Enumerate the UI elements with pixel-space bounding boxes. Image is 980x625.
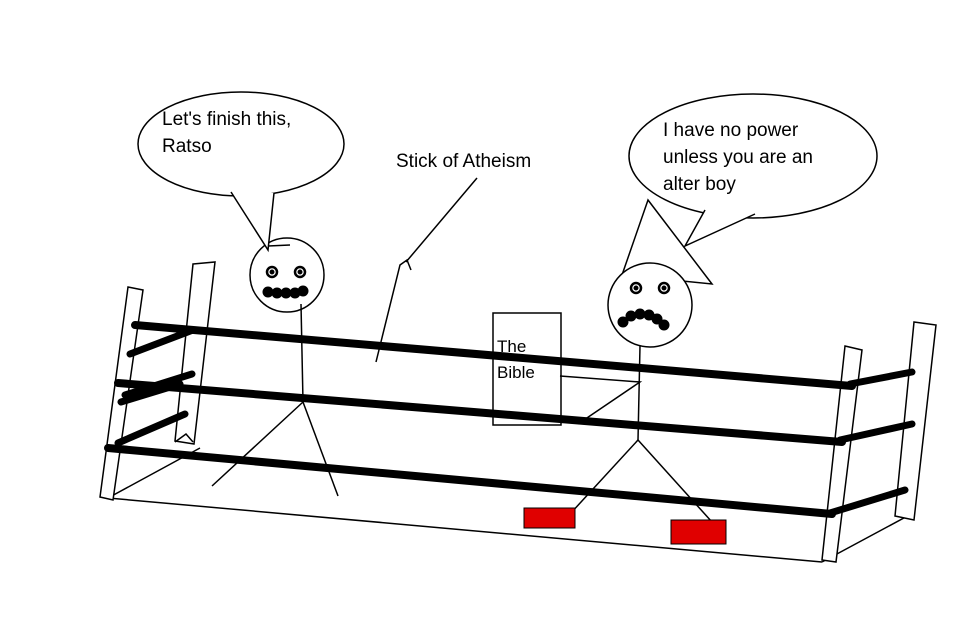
bible-label-line: The [497,337,527,356]
bible-label: The Bible [497,334,535,386]
shoe-left [523,507,576,529]
right-figure-leg-left [569,439,639,515]
left-figure-face [262,265,309,299]
speech-bubble-right [628,93,878,248]
speech-text-left: Let's finish this, Ratso [162,106,291,160]
right-figure-head [607,262,693,348]
ring-floor [107,447,916,563]
left-figure-body [300,303,304,403]
bible-book [492,312,562,426]
stick-label-pointer [405,177,478,263]
speech-line: alter boy [663,174,736,195]
left-figure-hand [174,432,194,443]
stick-of-atheism [375,177,478,363]
red-shoes [523,507,727,545]
speech-line: Let's finish this, [162,109,292,130]
speech-text-right: I have no power unless you are an alter … [663,117,813,198]
speech-line: I have no power [663,120,799,141]
ring-post-back-right [894,321,937,521]
speech-bubble-left [137,91,345,253]
bible-label-line: Bible [497,363,535,382]
right-figure-leg-right [637,439,713,523]
stick-label: Stick of Atheism [396,151,532,172]
left-figure-leg-left [211,401,304,487]
ring-post-front-right [821,345,863,563]
ring-ropes-front [104,321,856,518]
left-figure-leg-right [302,401,339,497]
left-figure-hair [267,244,291,247]
shoe-right [670,519,727,545]
right-figure-face [617,281,671,331]
right-figure-arm [559,375,643,425]
speech-line: unless you are an [663,147,813,168]
speech-line: Ratso [162,136,212,157]
left-figure-head [249,237,325,313]
